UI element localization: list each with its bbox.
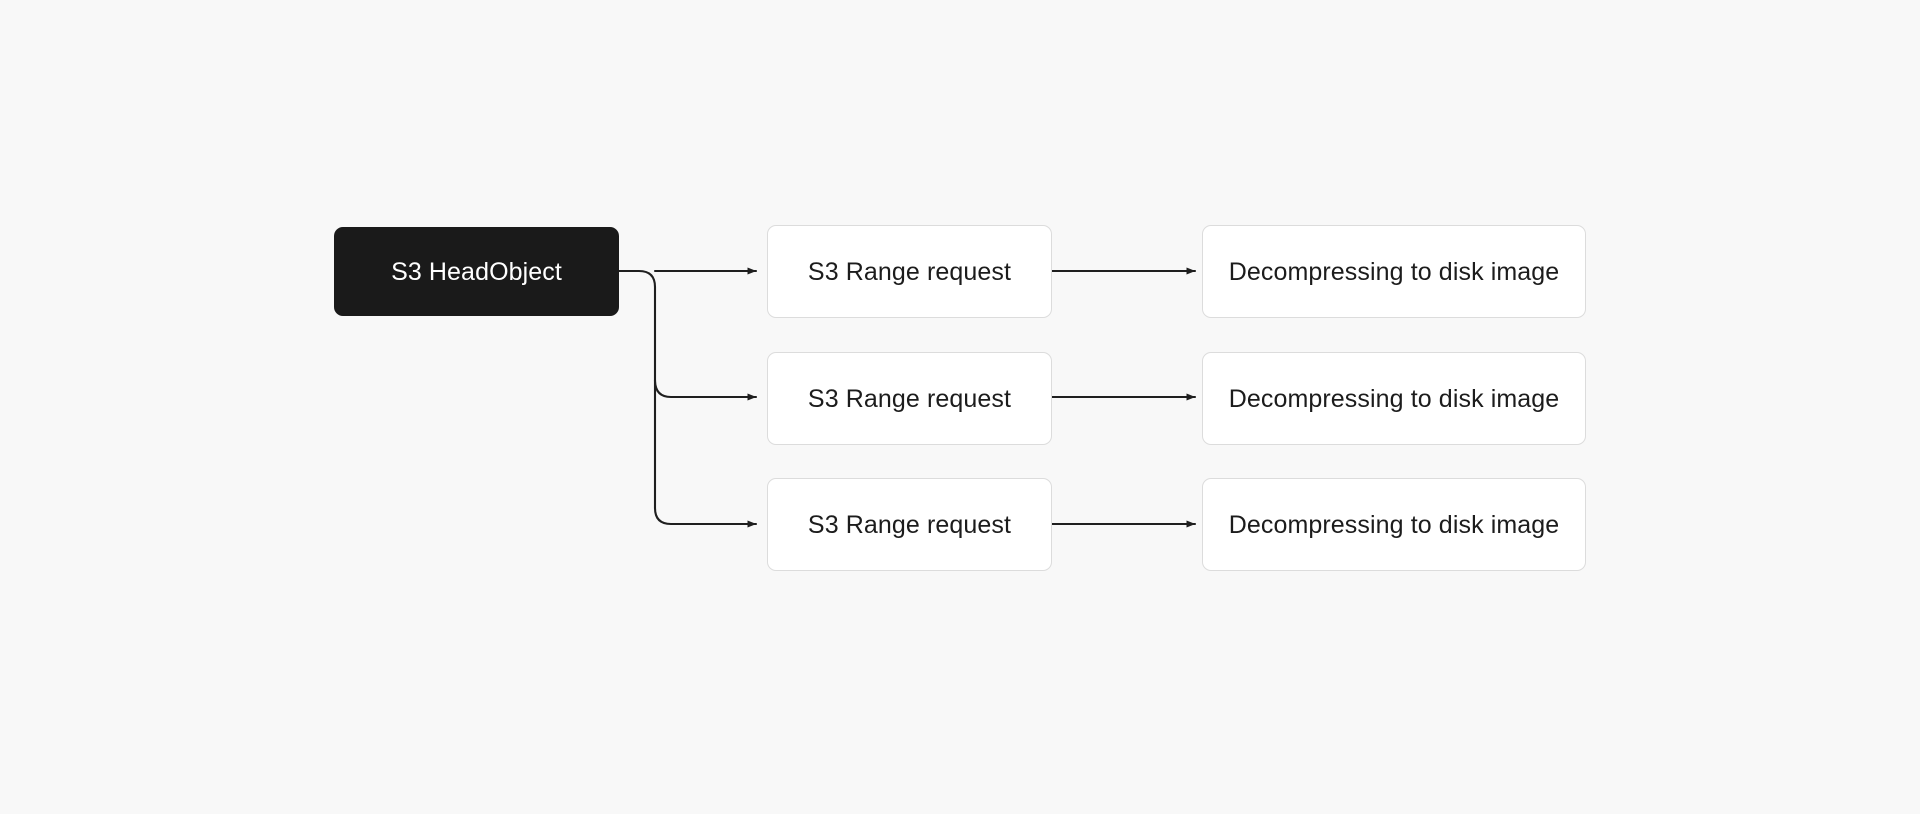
edge-root-trunk xyxy=(617,269,657,510)
node-s3-range-request-3-label: S3 Range request xyxy=(807,510,1012,539)
node-s3-headobject[interactable]: S3 HeadObject xyxy=(334,227,619,316)
node-s3-range-request-2[interactable]: S3 Range request xyxy=(767,352,1052,445)
node-s3-range-request-2-label: S3 Range request xyxy=(807,384,1012,413)
node-decompressing-3[interactable]: Decompressing to disk image xyxy=(1202,478,1586,571)
node-s3-headobject-label: S3 HeadObject xyxy=(391,257,562,286)
node-decompressing-2[interactable]: Decompressing to disk image xyxy=(1202,352,1586,445)
node-decompressing-1-label: Decompressing to disk image xyxy=(1228,257,1560,286)
edge-root-to-range-3 xyxy=(653,506,758,528)
node-s3-range-request-1[interactable]: S3 Range request xyxy=(767,225,1052,318)
node-s3-range-request-3[interactable]: S3 Range request xyxy=(767,478,1052,571)
node-decompressing-3-label: Decompressing to disk image xyxy=(1228,510,1560,539)
edge-root-to-range-2 xyxy=(653,378,758,401)
node-decompressing-2-label: Decompressing to disk image xyxy=(1228,384,1560,413)
node-decompressing-1[interactable]: Decompressing to disk image xyxy=(1202,225,1586,318)
node-s3-range-request-1-label: S3 Range request xyxy=(807,257,1012,286)
